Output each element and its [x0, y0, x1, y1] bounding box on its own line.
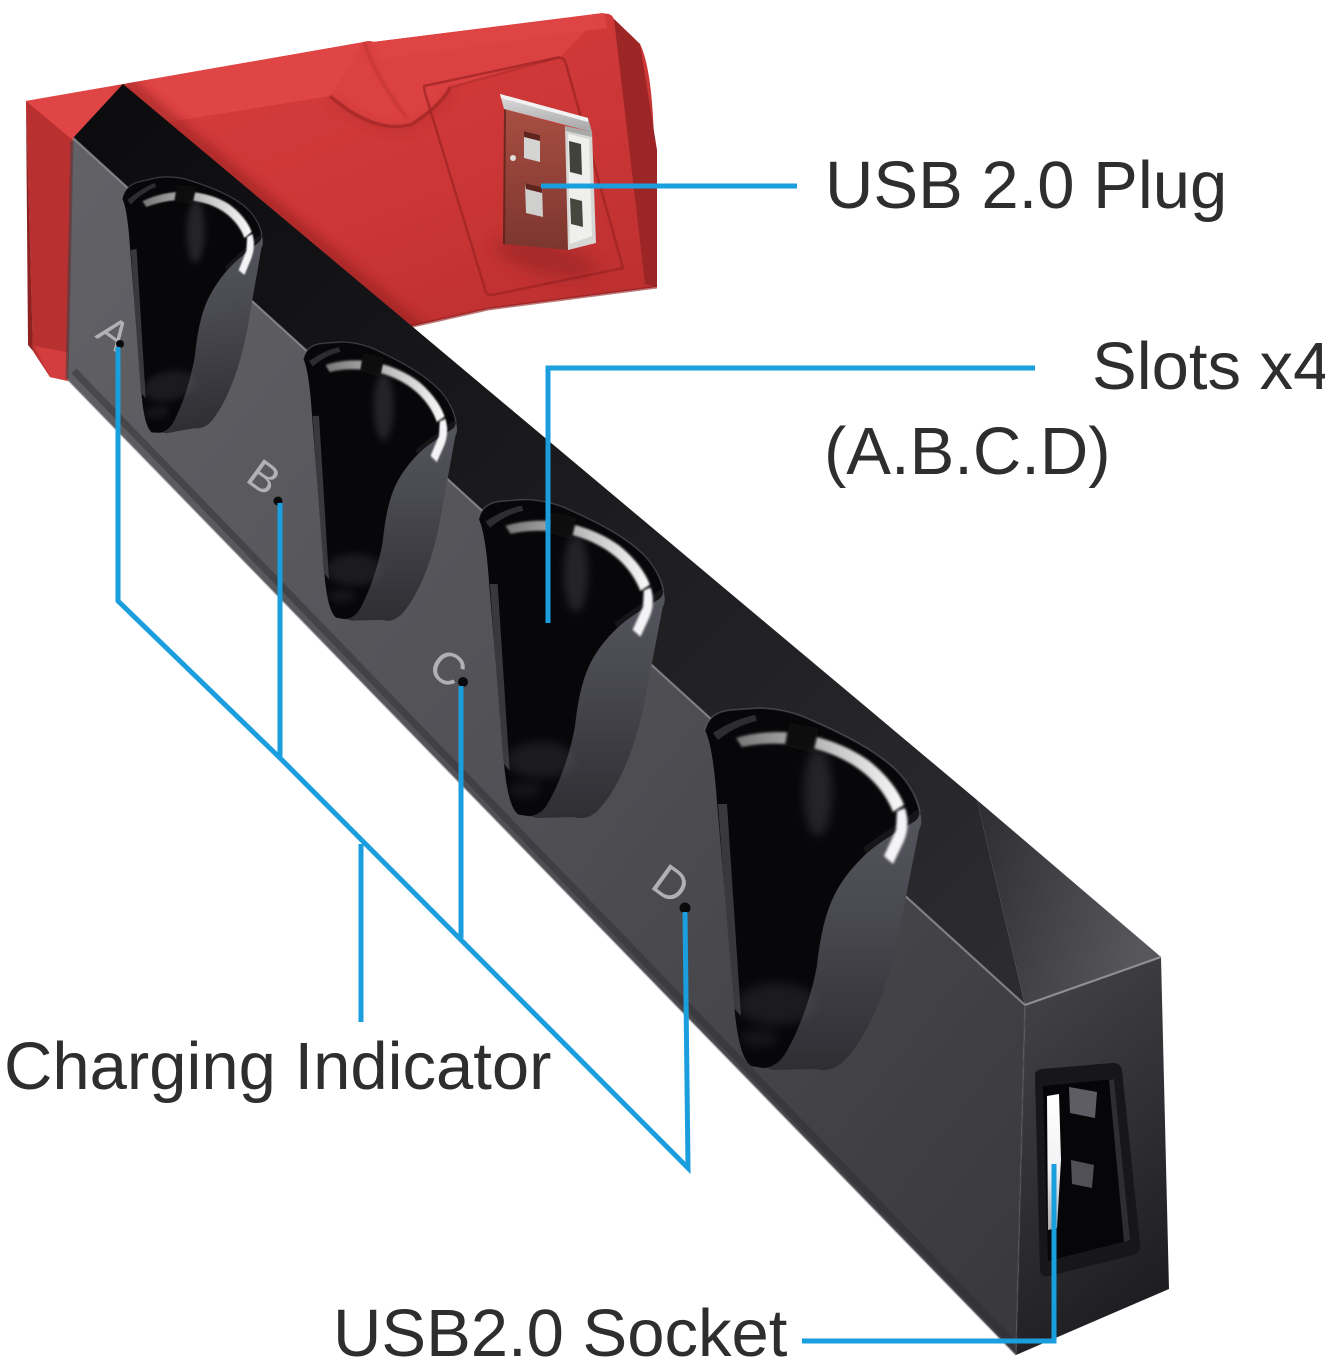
svg-text:USB2.0 Socket: USB2.0 Socket — [333, 1296, 788, 1361]
svg-text:Slots x4: Slots x4 — [1092, 329, 1325, 404]
svg-text:Charging Indicator: Charging Indicator — [4, 1029, 551, 1104]
svg-text:(A.B.C.D): (A.B.C.D) — [824, 414, 1111, 489]
svg-text:USB 2.0 Plug: USB 2.0 Plug — [825, 148, 1227, 223]
